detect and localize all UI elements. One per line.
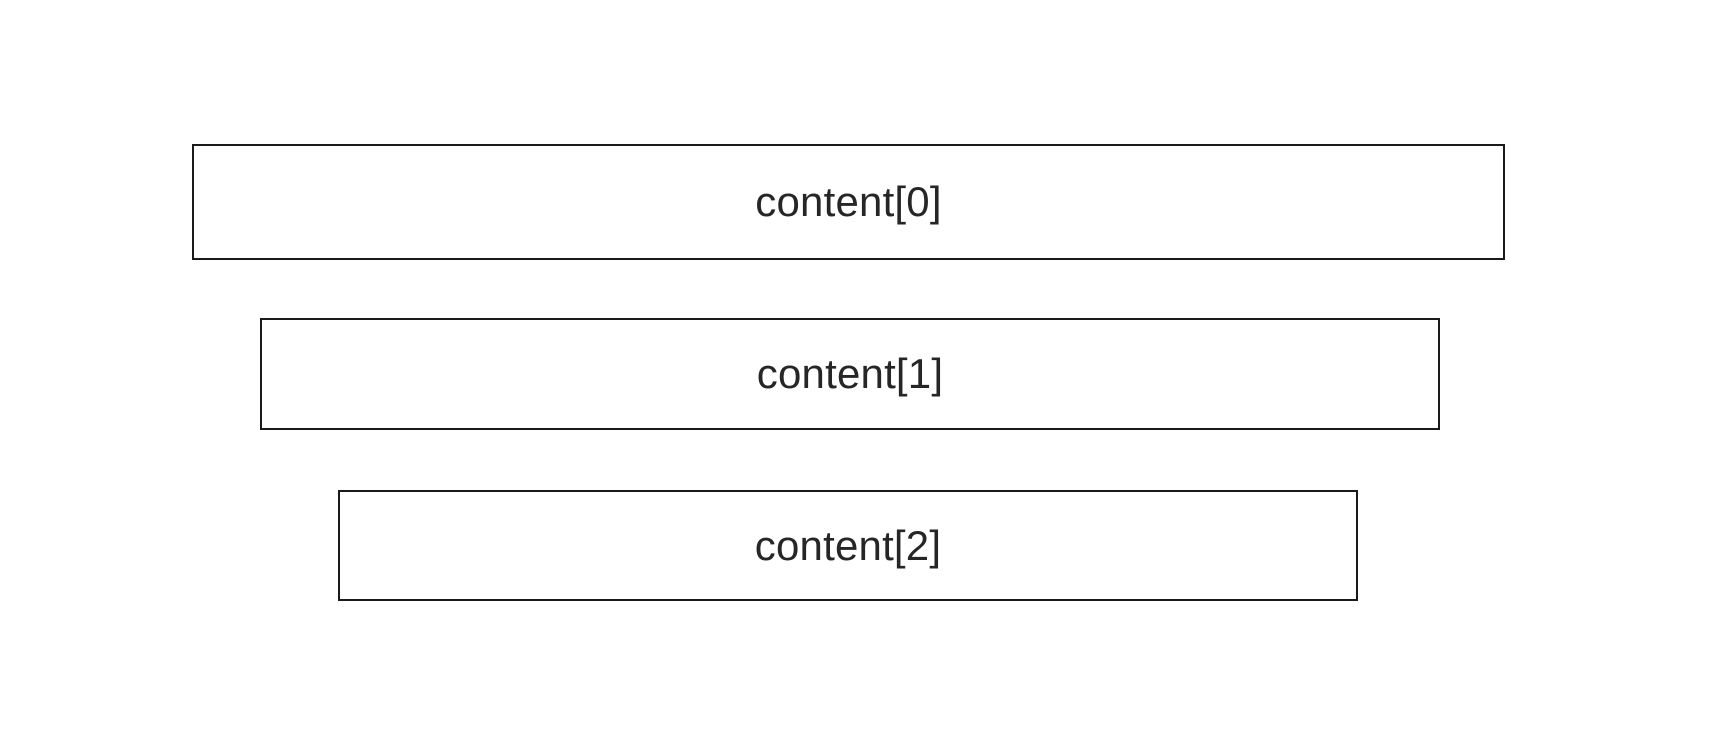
content-box-1-label: content[1]: [756, 350, 944, 397]
content-box-0-label: content[0]: [755, 178, 942, 225]
content-box-2[interactable]: content[2]: [338, 490, 1358, 601]
content-box-1[interactable]: content[1]: [260, 318, 1440, 430]
content-box-0[interactable]: content[0]: [192, 144, 1505, 260]
content-box-2-label: content[2]: [754, 521, 942, 569]
